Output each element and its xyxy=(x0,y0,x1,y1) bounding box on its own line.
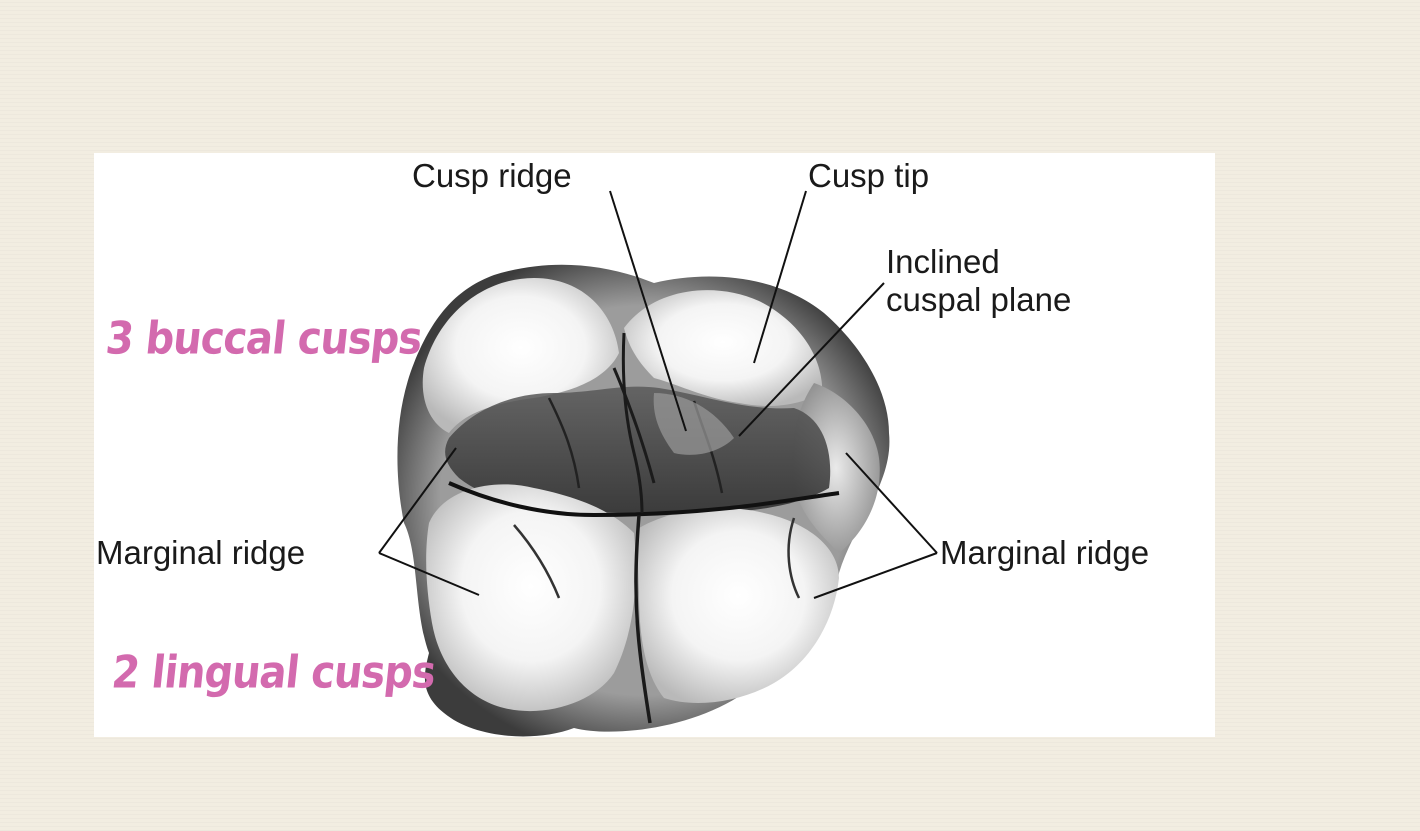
label-marginal-ridge-right: Marginal ridge xyxy=(940,534,1150,571)
leader-marginal-left-lower xyxy=(378,552,480,596)
annotation-buccal-cusps: 3 buccal cusps xyxy=(103,313,425,365)
label-cusp-ridge: Cusp ridge xyxy=(412,157,572,194)
mesiolingual-cusp xyxy=(637,508,839,703)
buccal-groove xyxy=(621,332,644,514)
central-fossa xyxy=(445,386,831,514)
distolingual-cusp xyxy=(426,484,636,712)
leader-marginal-right-upper xyxy=(845,452,938,554)
label-cusp-tip: Cusp tip xyxy=(808,157,930,194)
annotation-lingual-cusps: 2 lingual cusps xyxy=(109,647,438,699)
leader-marginal-right-lower xyxy=(813,552,938,599)
label-marginal-ridge-left: Marginal ridge xyxy=(96,534,306,571)
lingual-groove xyxy=(634,514,652,724)
mesiobuccal-cusp xyxy=(624,290,823,406)
leader-inclined-plane xyxy=(738,282,885,437)
leader-lines xyxy=(378,190,938,599)
leader-cusp-tip xyxy=(753,190,807,364)
label-inclined-line1: Inclined xyxy=(886,243,1000,280)
inclined-plane-highlight xyxy=(653,393,734,455)
leader-marginal-left-upper xyxy=(378,447,457,554)
label-inclined-line2: cuspal plane xyxy=(886,281,1072,318)
central-groove xyxy=(448,481,840,518)
diagram-panel: Cusp ridge Cusp tip Inclined cuspal plan… xyxy=(94,153,1215,737)
molar-occlusal-illustration xyxy=(378,190,938,737)
label-inclined-cuspal-plane: Inclined cuspal plane xyxy=(886,243,1071,319)
distobuccal-cusp xyxy=(422,278,619,433)
leader-cusp-ridge xyxy=(609,190,687,432)
